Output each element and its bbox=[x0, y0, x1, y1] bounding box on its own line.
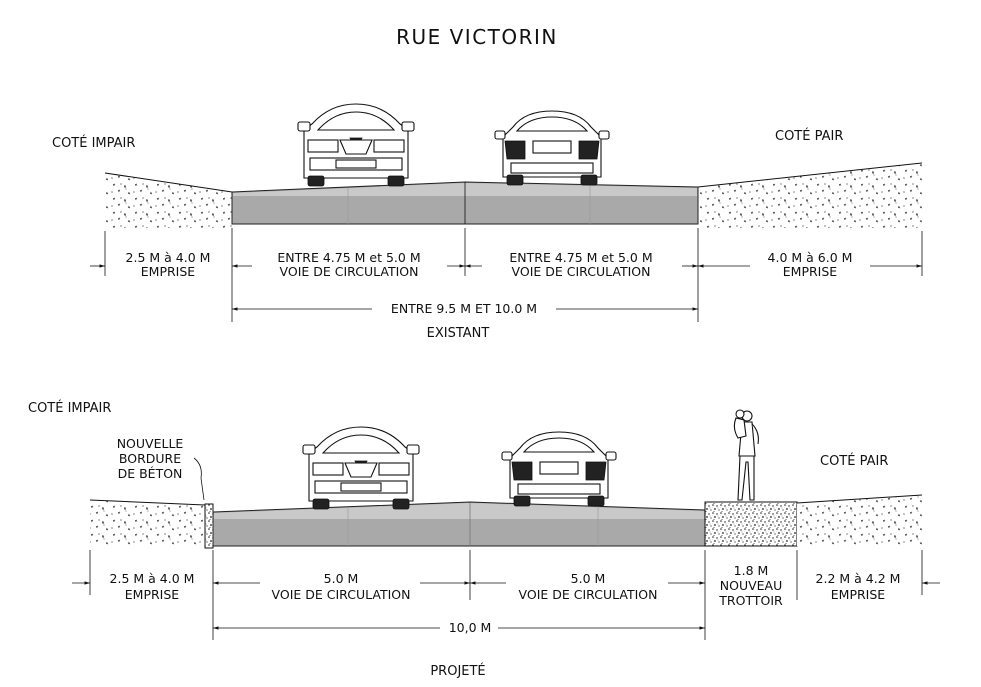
projected-dim-3-label: VOIE DE CIRCULATION bbox=[519, 587, 658, 602]
projected-right-soil bbox=[797, 495, 922, 546]
curb-leader-line bbox=[193, 457, 205, 501]
projected-left-soil bbox=[90, 500, 205, 546]
projected-right-side-label: COTÉ PAIR bbox=[820, 453, 888, 469]
projected-dim-1-value: 2.5 M à 4.0 M bbox=[110, 571, 195, 586]
car-rear-icon bbox=[501, 431, 617, 507]
projected-section: COTÉ IMPAIR COTÉ PAIR NOUVELLE BORDURE D… bbox=[28, 400, 940, 679]
existing-dim-1-value: 2.5 M à 4.0 M bbox=[126, 250, 211, 265]
pedestrian-icon bbox=[733, 409, 759, 501]
curb-note-line-3: DE BÉTON bbox=[118, 466, 183, 481]
projected-dim-3-value: 5.0 M bbox=[571, 571, 606, 586]
car-front-icon bbox=[302, 426, 420, 510]
existing-total-dim: ENTRE 9.5 M ET 10.0 M bbox=[391, 301, 537, 316]
page-title: RUE VICTORIN bbox=[396, 25, 558, 49]
existing-right-side-label: COTÉ PAIR bbox=[775, 128, 843, 144]
curb-note-line-1: NOUVELLE bbox=[117, 436, 184, 451]
projected-total-dim: 10,0 M bbox=[449, 620, 492, 635]
projected-caption: PROJETÉ bbox=[430, 663, 485, 679]
projected-dim-4-label-2: TROTTOIR bbox=[718, 593, 783, 608]
existing-dim-2-label: VOIE DE CIRCULATION bbox=[280, 264, 419, 279]
existing-right-soil bbox=[698, 163, 922, 228]
existing-dim-3-value: ENTRE 4.75 M et 5.0 M bbox=[509, 250, 652, 265]
existing-dim-3-label: VOIE DE CIRCULATION bbox=[512, 264, 651, 279]
projected-dim-4-label: NOUVEAU bbox=[720, 578, 783, 593]
projected-dim-4-value: 1.8 M bbox=[734, 563, 769, 578]
projected-dim-5-value: 2.2 M à 4.2 M bbox=[816, 571, 901, 586]
existing-caption: EXISTANT bbox=[427, 326, 490, 341]
existing-dim-4-value: 4.0 M à 6.0 M bbox=[768, 250, 853, 265]
new-sidewalk bbox=[704, 501, 798, 547]
existing-left-side-label: COTÉ IMPAIR bbox=[52, 135, 135, 151]
existing-left-soil bbox=[105, 173, 232, 228]
curb-note-line-2: BORDURE bbox=[119, 451, 181, 466]
existing-section: COTÉ IMPAIR COTÉ PAIR bbox=[52, 103, 923, 341]
projected-dim-2-label: VOIE DE CIRCULATION bbox=[272, 587, 411, 602]
existing-dim-2-value: ENTRE 4.75 M et 5.0 M bbox=[277, 250, 420, 265]
new-concrete-curb bbox=[204, 503, 214, 549]
projected-dim-1-label: EMPRISE bbox=[125, 587, 180, 602]
car-front-icon bbox=[297, 103, 415, 187]
projected-dim-2-value: 5.0 M bbox=[324, 571, 359, 586]
projected-dim-5-label: EMPRISE bbox=[831, 587, 886, 602]
car-rear-icon bbox=[494, 110, 610, 186]
projected-left-side-label: COTÉ IMPAIR bbox=[28, 400, 111, 416]
existing-dim-4-label: EMPRISE bbox=[783, 264, 838, 279]
existing-dim-1-label: EMPRISE bbox=[141, 264, 196, 279]
